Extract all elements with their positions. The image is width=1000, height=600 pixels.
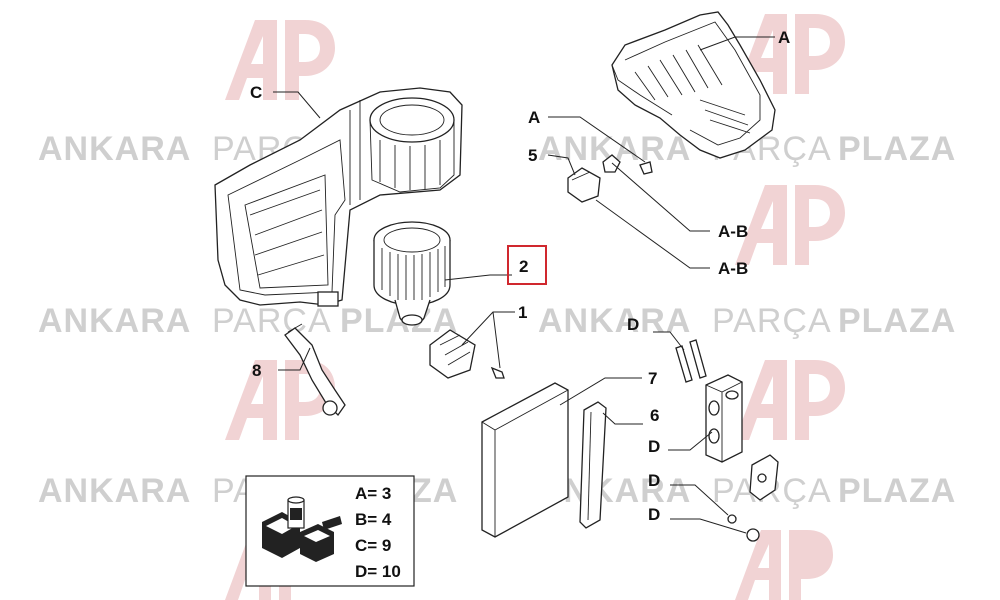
watermark-word: PARÇA — [712, 302, 832, 340]
callout-label: A — [528, 108, 540, 127]
callout-label: 7 — [648, 369, 657, 388]
logo-watermark-5 — [735, 360, 845, 440]
evaporator-seal-part[interactable] — [579, 401, 607, 529]
callout-label: D — [627, 315, 639, 334]
watermark-word: PLAZA — [838, 130, 956, 168]
watermark-word: PARÇA — [212, 302, 332, 340]
callout-labels: A C A 5 A-B A-B 2 1 D 7 8 6 D D D — [250, 28, 790, 524]
watermark-word: ANKARA — [38, 130, 191, 168]
callout-label: 8 — [252, 361, 261, 380]
leader-lines — [273, 36, 775, 534]
legend-item: A= 3 — [355, 484, 391, 503]
legend-item: D= 10 — [355, 562, 401, 581]
quantity-legend: A= 3 B= 4 C= 9 D= 10 — [245, 475, 415, 587]
cabin-filter-part[interactable] — [481, 382, 569, 538]
logo-watermark-1 — [225, 20, 335, 100]
logo-watermark-7 — [735, 530, 833, 600]
watermark-word: ANKARA — [38, 302, 191, 340]
watermark-word: PLAZA — [838, 302, 956, 340]
callout-label: D — [648, 505, 660, 524]
legend-parts-icon — [262, 496, 342, 562]
callout-label: A-B — [718, 222, 748, 241]
watermark-word: ANKARA — [38, 472, 191, 510]
callout-label: A-B — [718, 259, 748, 278]
drain-pipe-part[interactable] — [284, 323, 346, 417]
callout-label: 1 — [518, 303, 527, 322]
highlight-box — [507, 245, 547, 285]
callout-label: A — [778, 28, 790, 47]
expansion-valve-part[interactable] — [675, 339, 779, 542]
callout-label: 2 — [519, 257, 528, 276]
upper-housing-part[interactable] — [611, 11, 776, 159]
callout-label: D — [648, 471, 660, 490]
legend-item: B= 4 — [355, 510, 392, 529]
logo-watermark-3 — [735, 185, 845, 265]
watermark-word: ANKARA — [538, 302, 691, 340]
legend-item: C= 9 — [355, 536, 391, 555]
callout-label: C — [250, 83, 262, 102]
actuator-part[interactable] — [567, 154, 653, 203]
callout-label: D — [648, 437, 660, 456]
blower-motor-part[interactable] — [373, 221, 451, 326]
blower-resistor-part[interactable] — [429, 329, 505, 379]
watermark-word: PLAZA — [838, 472, 956, 510]
callout-label: 5 — [528, 146, 537, 165]
heater-housing-part[interactable] — [214, 87, 463, 307]
callout-label: 6 — [650, 406, 659, 425]
